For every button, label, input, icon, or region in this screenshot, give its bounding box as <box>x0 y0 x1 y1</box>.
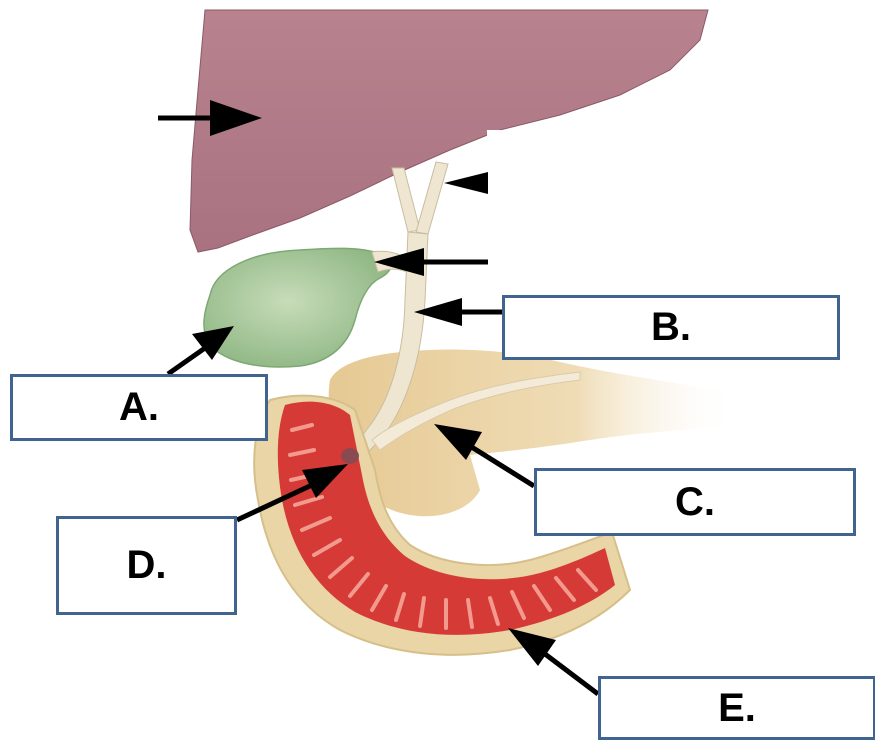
gallbladder <box>204 248 391 367</box>
mask-patch <box>487 130 687 280</box>
label-d-text: D. <box>127 543 167 588</box>
ampulla <box>341 448 359 464</box>
pointer-arrow-icon <box>444 172 488 194</box>
label-box-c: C. <box>534 468 856 536</box>
label-e-text: E. <box>718 686 756 731</box>
label-box-a: A. <box>10 374 268 441</box>
label-a-text: A. <box>119 385 159 430</box>
left-hepatic-duct <box>392 168 420 232</box>
label-box-e: E. <box>598 676 875 740</box>
pointer-arrow-icon <box>414 298 502 326</box>
label-b-text: B. <box>651 305 691 350</box>
right-hepatic-duct <box>416 162 448 234</box>
label-box-d: D. <box>56 516 237 615</box>
label-box-b: B. <box>502 295 840 360</box>
label-c-text: C. <box>675 480 715 525</box>
